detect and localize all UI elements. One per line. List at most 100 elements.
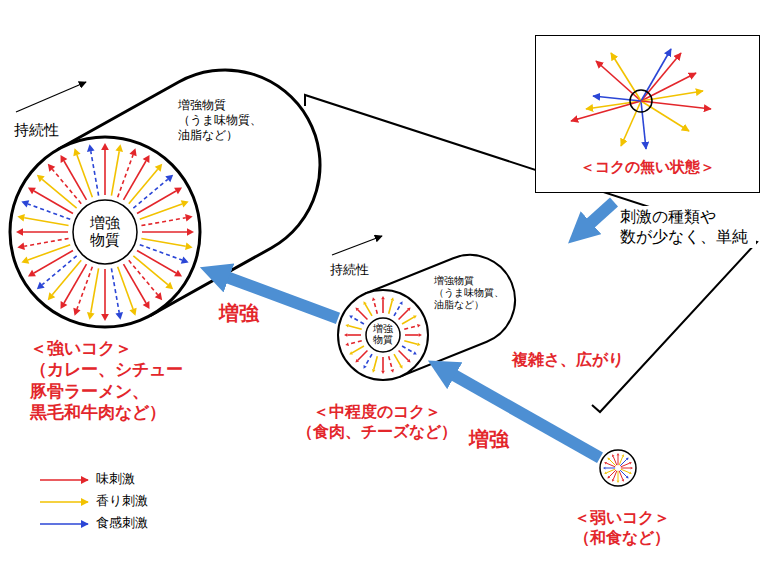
- stimulus-arrow: [52, 260, 81, 294]
- arrow-head: [129, 308, 136, 316]
- arrow-head: [355, 359, 359, 363]
- arrow-head: [87, 312, 95, 320]
- persistence-label: 持続性: [330, 262, 369, 278]
- stimulus-arrow: [382, 357, 384, 371]
- stimulus-arrow: [118, 155, 133, 197]
- stimulus-arrow: [593, 96, 641, 101]
- note-label: 刺激の種類や 数が少なく、単純: [618, 206, 756, 248]
- persistence-label: 持続性: [14, 121, 59, 140]
- arrow-head: [345, 324, 349, 328]
- arrow-head: [399, 365, 402, 369]
- arrow-head: [417, 342, 421, 346]
- stimulus-arrow: [613, 456, 617, 465]
- arrow-head: [372, 297, 376, 301]
- transition-arrow: [583, 202, 614, 230]
- arrow-head: [115, 312, 123, 320]
- arrow-head: [413, 316, 417, 319]
- node-shape: [600, 450, 636, 486]
- arrow-head: [16, 228, 23, 236]
- stimulus-arrow: [618, 456, 619, 466]
- arrow-head: [603, 467, 606, 470]
- stimulus-arrow: [52, 169, 81, 203]
- stimulus-arrow: [23, 231, 68, 233]
- enhance-arrow: [445, 370, 600, 457]
- stimulus-arrow: [399, 310, 409, 320]
- stimulus-arrow: [140, 245, 182, 260]
- stimulus-arrow: [621, 463, 630, 467]
- arrow-head: [101, 143, 109, 150]
- legend-sample-arrow: [40, 479, 88, 481]
- stimulus-arrow: [621, 101, 641, 146]
- cylinder-face: [600, 450, 636, 486]
- arrow-head: [381, 371, 385, 374]
- node-label: ＜コクの無い状態＞: [536, 158, 759, 177]
- arrow-head: [37, 175, 45, 182]
- arrow-head: [612, 479, 615, 482]
- arrow-head: [390, 297, 394, 301]
- stimulus-arrow: [641, 101, 646, 149]
- stimulus-arrow: [140, 204, 182, 219]
- enhancer-circle: 増強 物質: [72, 199, 138, 265]
- arrow-head: [612, 454, 615, 457]
- arrow-head: [364, 365, 367, 369]
- heading-label: ＜強いコク＞ （カレー、シチュー 豚骨ラーメン、 黒毛和牛肉など）: [30, 338, 193, 423]
- arrow-head: [143, 155, 150, 163]
- kokumi-cylinder: 増強物質 （うま味物質、 油脂など）＜中程度のコク＞ （食肉、チーズなど）増強 …: [338, 290, 428, 380]
- arrow-head: [607, 476, 610, 479]
- stimulus-arrow: [394, 304, 401, 316]
- body-label: 増強物質 （うま味物質、 油脂など）: [178, 98, 268, 143]
- stimulus-arrow: [365, 304, 372, 316]
- arrow-head: [174, 188, 182, 195]
- stimulus-arrow: [382, 299, 384, 313]
- stimulus-arrow: [641, 53, 681, 101]
- stimulus-arrow: [141, 238, 185, 246]
- node-label: 増強 物質: [88, 215, 123, 250]
- stimulus-arrow: [374, 301, 378, 314]
- legend-sample-arrow: [40, 501, 88, 503]
- stimulus-arrow: [394, 354, 401, 366]
- arrow-head: [73, 148, 80, 156]
- arrow-head: [61, 301, 68, 309]
- stimulus-arrow: [404, 341, 417, 345]
- enhancer-circle-outline: [366, 318, 400, 352]
- arrow-head: [607, 457, 610, 460]
- stimulus-arrow: [124, 264, 147, 303]
- arrow-head: [155, 164, 162, 172]
- stimulus-arrow: [619, 471, 623, 480]
- arrow-head: [185, 214, 193, 222]
- arrow-head: [155, 292, 162, 300]
- stimulus-arrow: [64, 264, 87, 303]
- stimulus-arrow: [111, 151, 119, 195]
- arrow-head: [622, 479, 625, 482]
- heading-label: ＜中程度のコク＞ （食肉、チーズなど）: [295, 402, 460, 442]
- stimulus-arrow: [404, 326, 417, 330]
- stimulus-arrow: [64, 161, 87, 200]
- stimulus-arrow: [118, 267, 133, 309]
- persistence-arrow: [332, 236, 382, 255]
- stimulus-arrow: [606, 468, 616, 469]
- arrow-head: [165, 282, 173, 289]
- arrow-head: [407, 359, 411, 363]
- arrow-head: [48, 164, 55, 172]
- arrow-head: [345, 342, 349, 346]
- edge-label: 増強: [469, 427, 509, 452]
- arrow-head: [355, 307, 359, 311]
- stimulus-arrow: [405, 334, 419, 336]
- stimulus-arrow: [358, 351, 368, 361]
- stimulus-arrow: [389, 356, 393, 369]
- arrow-head: [73, 308, 80, 316]
- arrow-head: [419, 333, 422, 337]
- stimulus-arrow: [347, 334, 361, 336]
- persistence-arrow: [16, 82, 86, 112]
- arrow-head: [143, 301, 150, 309]
- arrow-head: [631, 467, 634, 470]
- stimulus-arrow: [129, 169, 158, 203]
- legend-sample-arrow: [40, 523, 88, 525]
- stimulus-arrow: [141, 218, 185, 226]
- stimulus-arrow: [374, 356, 378, 369]
- kokumi-cylinder: 増強物質 （うま味物質、 油脂など）＜強いコク＞ （カレー、シチュー 豚骨ラーメ…: [10, 137, 200, 327]
- stimulus-arrow: [596, 61, 641, 101]
- arrow-head: [174, 270, 182, 277]
- cylinder-face: [338, 290, 428, 380]
